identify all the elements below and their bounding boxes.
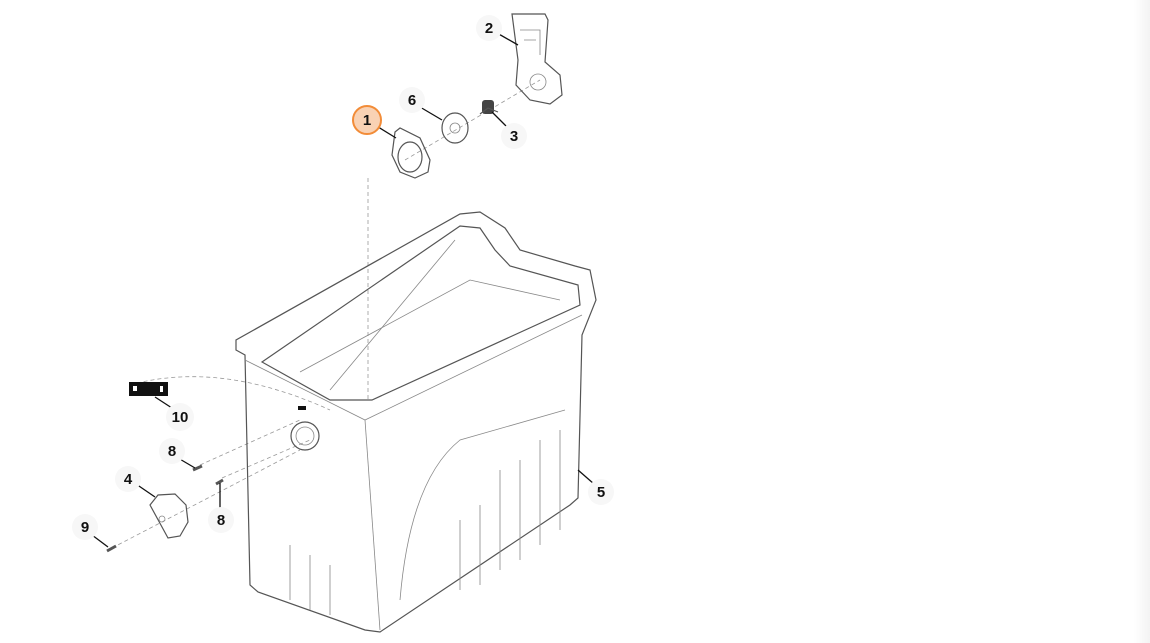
screw-8a[interactable] — [192, 464, 203, 472]
callout-2[interactable]: 2 — [476, 15, 502, 41]
callout-8a[interactable]: 8 — [159, 438, 185, 464]
callout-label: 10 — [172, 409, 189, 426]
callout-label: 2 — [485, 20, 493, 37]
part-1-ring[interactable] — [391, 127, 431, 179]
part-3-spring[interactable] — [479, 100, 499, 115]
callout-label: 8 — [217, 512, 225, 529]
leader-lines — [91, 32, 595, 548]
bin-part-5[interactable] — [235, 211, 597, 633]
part-2-bracket[interactable] — [511, 13, 563, 105]
callout-10[interactable]: 10 — [166, 403, 194, 431]
callout-9[interactable]: 9 — [72, 514, 98, 540]
screw-9[interactable] — [106, 544, 117, 553]
callout-8b[interactable]: 8 — [208, 507, 234, 533]
callout-1[interactable]: 1 — [352, 105, 382, 135]
callout-4[interactable]: 4 — [115, 466, 141, 492]
assembly-lines — [111, 79, 541, 549]
callout-label: 9 — [81, 519, 89, 536]
part-6-hub[interactable] — [441, 112, 469, 144]
callout-3[interactable]: 3 — [501, 123, 527, 149]
callout-label: 8 — [168, 443, 176, 460]
callout-label: 6 — [408, 92, 416, 109]
part-4-knob[interactable] — [149, 493, 189, 539]
callout-label: 4 — [124, 471, 133, 488]
callout-label: 5 — [597, 484, 605, 501]
screw-8b[interactable] — [215, 478, 224, 486]
callout-5[interactable]: 5 — [588, 479, 614, 505]
callout-6[interactable]: 6 — [399, 87, 425, 113]
callout-label: 1 — [363, 112, 371, 129]
right-scroll-edge — [1134, 0, 1150, 643]
part-10-label[interactable] — [129, 382, 168, 396]
callout-label: 3 — [510, 128, 518, 145]
